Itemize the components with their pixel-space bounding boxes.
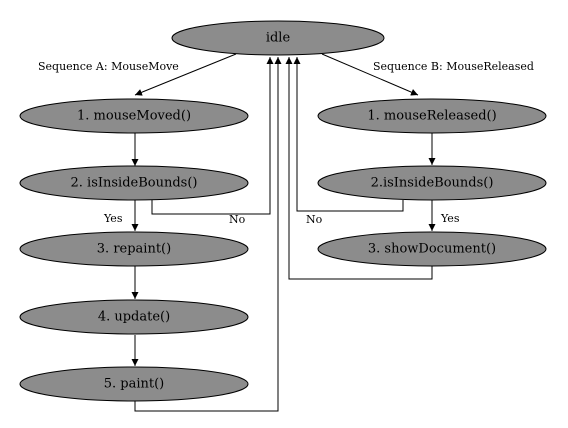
node-a-is-inside-bounds-label: 2. isInsideBounds() xyxy=(71,176,198,191)
edge-label-a-yes: Yes xyxy=(103,212,123,225)
edge-label-b-no: No xyxy=(306,213,323,226)
node-idle: idle xyxy=(171,20,385,56)
node-a-is-inside-bounds: 2. isInsideBounds() xyxy=(19,165,249,201)
node-b-mouse-released: 1. mouseReleased() xyxy=(317,98,547,134)
node-a-repaint-label: 3. repaint() xyxy=(97,242,171,257)
node-b-show-document: 3. showDocument() xyxy=(317,231,547,267)
sequence-b-label: Sequence B: MouseReleased xyxy=(373,60,534,73)
edge-a-no-to-idle xyxy=(151,57,274,215)
node-a-mouse-moved: 1. mouseMoved() xyxy=(19,98,249,134)
edge-label-a-no: No xyxy=(229,213,246,226)
node-a-paint: 5. paint() xyxy=(19,366,249,402)
sequence-a-label: Sequence A: MouseMove xyxy=(38,60,179,73)
node-a-update: 4. update() xyxy=(19,299,249,335)
edge-idle-to-mouse-moved xyxy=(134,53,237,96)
node-idle-label: idle xyxy=(266,31,291,46)
node-b-is-inside-bounds: 2.isInsideBounds() xyxy=(317,165,547,201)
node-a-repaint: 3. repaint() xyxy=(19,231,249,267)
node-a-update-label: 4. update() xyxy=(98,310,170,325)
node-b-show-document-label: 3. showDocument() xyxy=(368,242,496,257)
node-b-mouse-released-label: 1. mouseReleased() xyxy=(367,109,496,124)
edge-b-no-to-idle xyxy=(293,57,404,212)
node-b-is-inside-bounds-label: 2.isInsideBounds() xyxy=(371,176,494,191)
edge-a-paint-to-idle xyxy=(134,57,282,412)
edge-b-show-document-to-idle xyxy=(285,57,433,280)
edge-idle-to-mouse-released xyxy=(321,53,419,96)
node-a-paint-label: 5. paint() xyxy=(104,377,165,392)
edge-label-b-yes: Yes xyxy=(440,212,460,225)
node-a-mouse-moved-label: 1. mouseMoved() xyxy=(77,109,191,124)
